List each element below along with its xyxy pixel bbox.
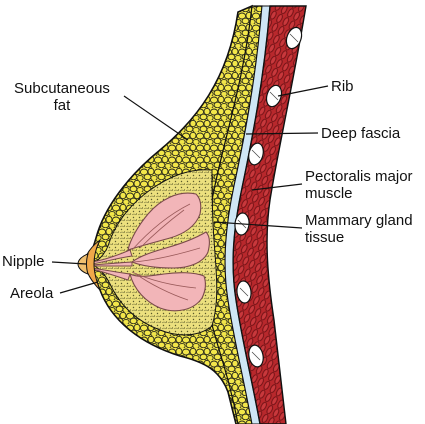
label-subcutaneous-fat: Subcutaneous fat (14, 80, 110, 114)
mammary-gland-lobes (127, 192, 210, 312)
label-nipple: Nipple (2, 253, 45, 270)
label-mammary-gland: Mammary gland tissue (305, 212, 413, 246)
label-areola: Areola (10, 285, 54, 302)
label-pectoralis-major: Pectoralis major muscle (305, 168, 413, 202)
leader-lines (51, 85, 329, 294)
label-rib: Rib (331, 78, 354, 95)
gland-duct-lines (131, 203, 201, 301)
label-deep-fascia: Deep fascia (321, 125, 401, 142)
